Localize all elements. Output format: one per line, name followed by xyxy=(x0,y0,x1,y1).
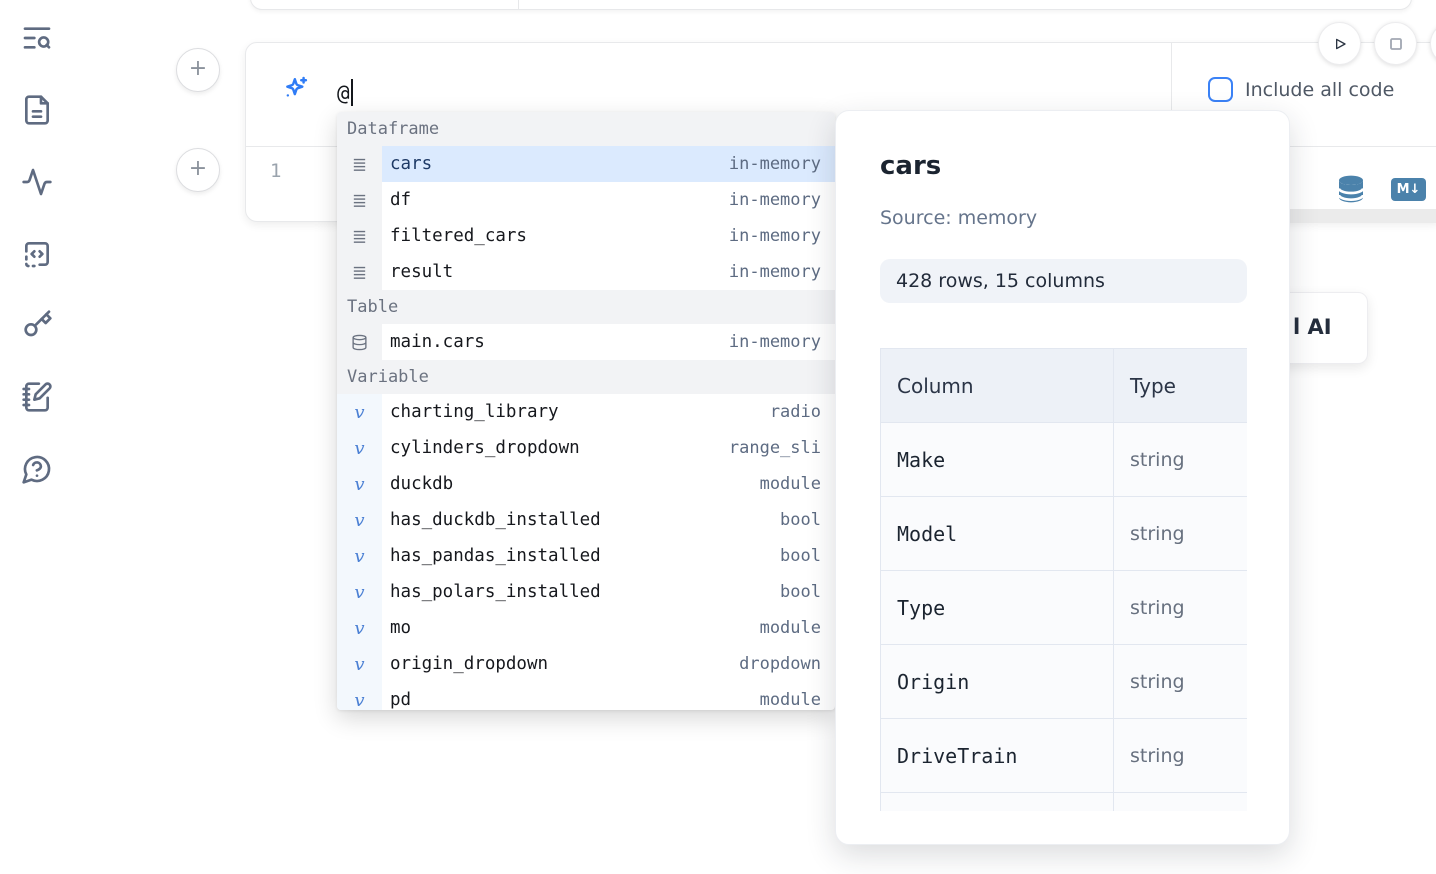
table-row: Origin string xyxy=(880,644,1247,719)
help-chat-icon[interactable] xyxy=(21,453,53,485)
variable-icon: v xyxy=(354,545,365,567)
table-row: DriveTrain string xyxy=(880,718,1247,793)
notebook-pen-icon[interactable] xyxy=(21,381,53,413)
ai-prompt-input[interactable]: @ xyxy=(337,79,353,106)
column-header: Column xyxy=(880,348,1114,423)
code-editor-row[interactable]: 1 M↓ xyxy=(246,148,1436,221)
rows-icon xyxy=(353,158,366,171)
key-icon[interactable] xyxy=(21,309,53,341)
variable-icon: v xyxy=(354,473,365,495)
section-header-variable: Variable xyxy=(337,360,835,394)
activity-icon[interactable] xyxy=(21,166,53,198)
add-cell-button-bottom[interactable]: + xyxy=(176,148,220,192)
variable-icon: v xyxy=(354,401,365,423)
column-type-cell: string xyxy=(1113,718,1247,793)
column-type-cell: string xyxy=(1113,570,1247,645)
section-header-table: Table xyxy=(337,290,835,324)
text-cursor xyxy=(350,79,353,106)
column-name-cell: Origin xyxy=(880,644,1114,719)
markdown-icon[interactable]: M↓ xyxy=(1391,178,1426,201)
preview-title: cars xyxy=(880,151,942,181)
preview-schema-table: Column Type Make string Model string Typ… xyxy=(880,348,1247,811)
variable-icon: v xyxy=(354,653,365,675)
preview-shape-badge: 428 rows, 15 columns xyxy=(880,259,1247,303)
column-type-cell: string xyxy=(1113,644,1247,719)
run-cell-button[interactable] xyxy=(1318,22,1361,65)
sparkles-icon xyxy=(282,75,310,103)
column-type-cell: string xyxy=(1113,496,1247,571)
previous-cell-edge xyxy=(250,0,1412,10)
list-search-icon[interactable] xyxy=(21,22,53,54)
section-header-dataframe: Dataframe xyxy=(337,112,835,146)
column-name-cell: Make xyxy=(880,422,1114,497)
variable-icon: v xyxy=(354,509,365,531)
variable-icon: v xyxy=(354,437,365,459)
ai-row-divider xyxy=(1171,43,1172,146)
column-name-cell xyxy=(880,792,1114,811)
database-icon[interactable] xyxy=(1335,173,1367,205)
add-cell-button-top[interactable]: + xyxy=(176,48,220,92)
stop-button[interactable] xyxy=(1374,22,1417,65)
column-name-cell: Model xyxy=(880,496,1114,571)
ai-button-label-fragment: l AI xyxy=(1293,315,1332,339)
play-icon xyxy=(1335,38,1346,49)
database-icon xyxy=(352,334,367,350)
variable-icon: v xyxy=(354,581,365,603)
rows-icon xyxy=(353,194,366,207)
type-header: Type xyxy=(1113,348,1247,423)
code-square-icon[interactable] xyxy=(21,238,53,270)
stop-icon xyxy=(1389,37,1402,50)
column-name-cell: DriveTrain xyxy=(880,718,1114,793)
table-preview-panel: cars Source: memory 428 rows, 15 columns… xyxy=(835,110,1290,845)
line-number: 1 xyxy=(270,160,282,182)
preview-source: Source: memory xyxy=(880,207,1038,229)
table-row: Make string xyxy=(880,422,1247,497)
file-document-icon[interactable] xyxy=(21,94,53,126)
include-all-code-checkbox[interactable] xyxy=(1208,77,1233,102)
table-row xyxy=(880,792,1247,811)
column-type-cell: string xyxy=(1113,422,1247,497)
table-row: Type string xyxy=(880,570,1247,645)
variable-icon: v xyxy=(354,689,365,711)
variable-icon: v xyxy=(354,617,365,639)
table-row: Model string xyxy=(880,496,1247,571)
left-sidebar xyxy=(0,0,72,874)
rows-icon xyxy=(353,230,366,243)
column-type-cell xyxy=(1113,792,1247,811)
rows-icon xyxy=(353,266,366,279)
column-name-cell: Type xyxy=(880,570,1114,645)
previous-cell-gutter-divider xyxy=(518,0,519,9)
include-all-code-label: Include all code xyxy=(1245,79,1395,101)
